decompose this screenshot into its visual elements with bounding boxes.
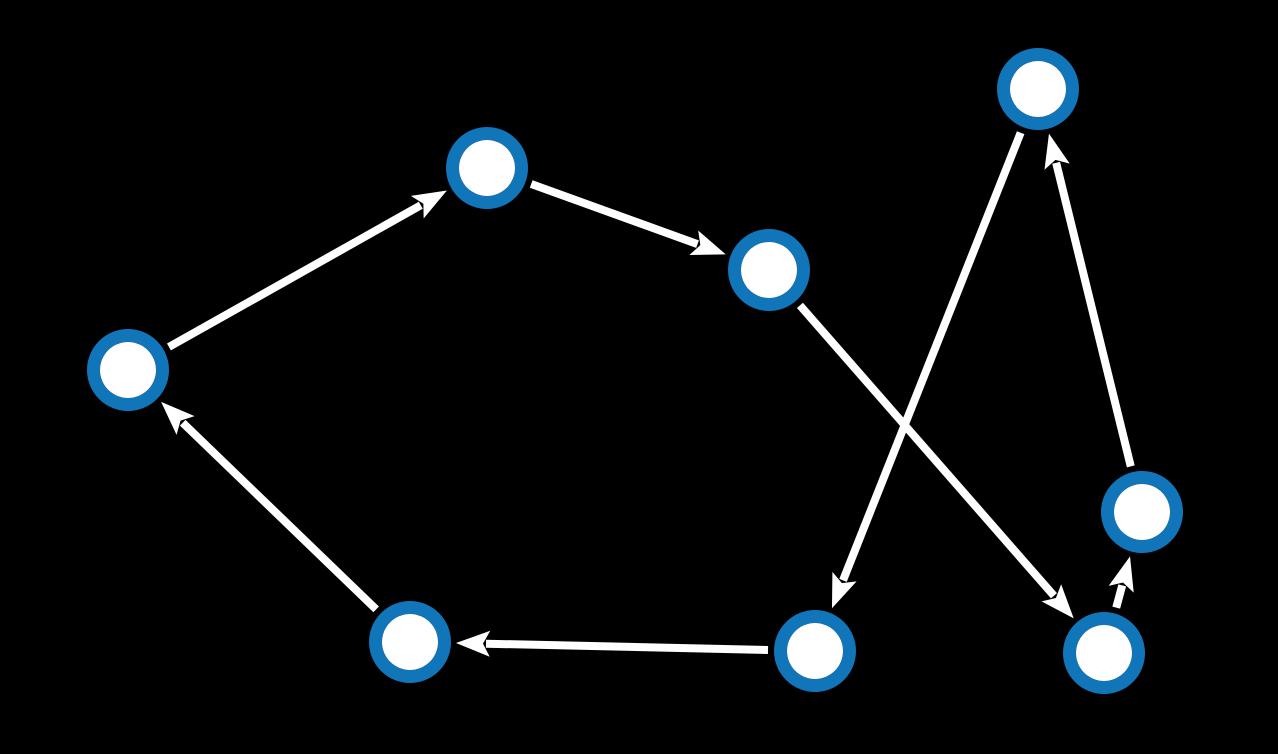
node-bottom-middle[interactable]	[774, 610, 856, 692]
edge-arrowhead	[455, 630, 491, 657]
edge-shaft	[839, 131, 1025, 582]
node-core	[382, 614, 438, 670]
node-ring	[728, 229, 810, 311]
node-core	[459, 140, 515, 196]
edge-top-right-to-bottom-middle[interactable]	[831, 131, 1025, 609]
edge-bottom-middle-to-bottom-left[interactable]	[455, 630, 769, 657]
edge-shaft	[179, 419, 379, 613]
node-bottom-right[interactable]	[1063, 612, 1145, 694]
node-left[interactable]	[87, 329, 169, 411]
edge-bottom-right-to-mid-right[interactable]	[1108, 556, 1134, 609]
node-top-left[interactable]	[446, 127, 528, 209]
node-core	[1114, 484, 1170, 540]
edge-arrowhead	[1108, 556, 1134, 593]
edge-arrowhead	[161, 401, 195, 435]
edge-arrowhead	[1041, 584, 1074, 619]
edge-upper-middle-to-bottom-right[interactable]	[796, 302, 1074, 619]
node-core	[741, 242, 797, 298]
node-ring	[87, 329, 169, 411]
edge-shaft	[1112, 584, 1127, 609]
edge-shaft	[485, 639, 769, 654]
node-core	[1076, 625, 1132, 681]
node-core	[787, 623, 843, 679]
edge-arrowhead	[689, 230, 726, 256]
edges-layer	[161, 131, 1135, 657]
edge-top-left-to-upper-middle[interactable]	[529, 180, 726, 256]
node-upper-middle[interactable]	[728, 229, 810, 311]
edge-arrowhead	[410, 190, 447, 219]
node-ring	[369, 601, 451, 683]
node-ring	[1101, 471, 1183, 553]
edge-shaft	[529, 180, 699, 248]
node-ring	[774, 610, 856, 692]
edge-left-to-top-left[interactable]	[166, 190, 447, 351]
node-bottom-left[interactable]	[369, 601, 451, 683]
node-top-right[interactable]	[997, 48, 1079, 130]
nodes-layer	[87, 48, 1183, 694]
edge-arrowhead	[831, 571, 857, 609]
edge-shaft	[796, 302, 1057, 599]
edge-mid-right-to-top-right[interactable]	[1044, 133, 1135, 468]
edge-arrowhead	[1044, 133, 1070, 170]
node-mid-right[interactable]	[1101, 471, 1183, 553]
node-ring	[997, 48, 1079, 130]
node-ring	[1063, 612, 1145, 694]
edge-bottom-left-to-left[interactable]	[161, 401, 379, 613]
edge-shaft	[166, 201, 423, 351]
node-ring	[446, 127, 528, 209]
node-core	[100, 342, 156, 398]
node-core	[1010, 61, 1066, 117]
edge-shaft	[1052, 161, 1135, 468]
